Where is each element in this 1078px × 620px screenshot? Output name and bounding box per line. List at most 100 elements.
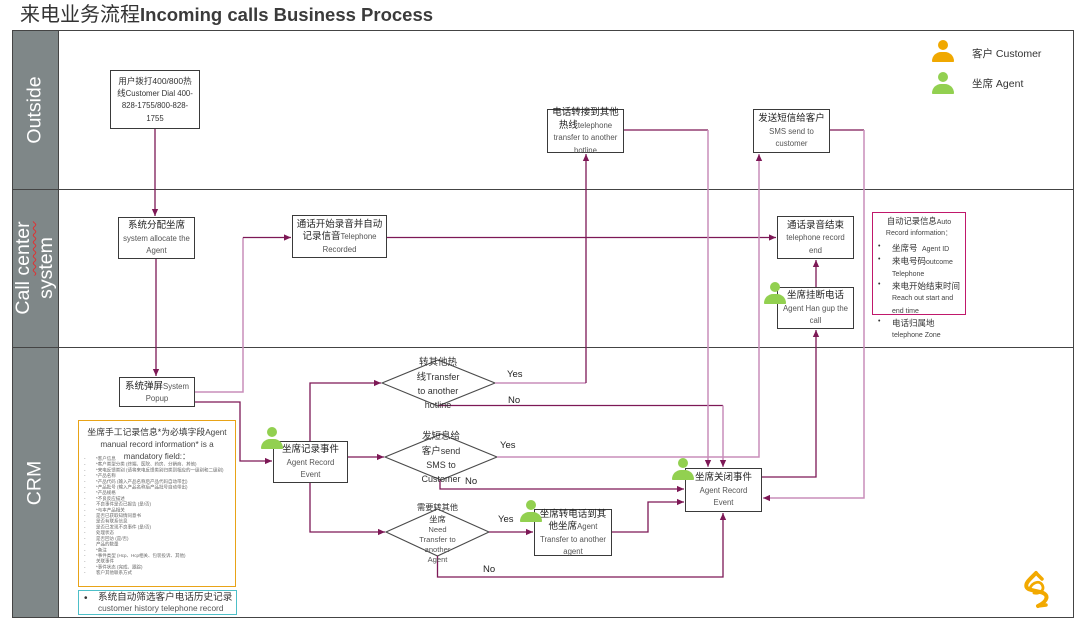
node-label-zh: 系统弹屏 [124,380,163,392]
edge-label-hotline-no: No [508,395,521,406]
connector-close-to-hangup [762,330,820,478]
node-label-zh: 通话开始录音并自动记录信音 [296,218,383,243]
list-item: 产品的数量 [81,542,235,548]
list-item: *产品批号 (输入产品名称后产品批号自动带出) [81,485,235,491]
node-label-en: Agent Transfer to another agent [539,522,607,556]
decision-label-zh: 发短息给客户 [421,431,460,457]
agent-person-icon [520,500,542,522]
page-title-en: Incoming calls Business Process [140,4,434,25]
process-telephone-recorded: 通话开始录音并自动记录信音Telephone Recorded [292,215,387,258]
page-title-zh: 来电业务流程 [20,2,140,26]
node-label-en: System Popup [145,381,189,404]
note-header-zh: 自动记录信息 [886,216,937,226]
connector-sms-yes [497,154,763,458]
legend-label-agent: 坐席 Agent [972,78,1024,90]
list-item-zh: 电话归属地 [892,317,935,328]
note-header-en: Auto Record information： [885,219,953,237]
list-item: 是否已发现不良事件 (是/否) [81,524,235,530]
list-item: *备注 [81,547,235,553]
edge-label-transfer-yes: Yes [498,514,514,525]
agent-person-icon [261,427,283,449]
list-item-en: outcome Telephone [892,258,953,279]
node-label-zh: 坐席记录事件 [281,444,339,456]
lane-divider [12,347,1074,348]
list-item: *与本产品相关 [81,507,235,513]
lane-divider [12,189,1074,190]
page-title: 来电业务流程Incoming calls Business Process [20,1,433,30]
node-label-en: Agent Record Event [286,457,335,480]
customer-person-icon [932,40,954,62]
decision-label-sms: 发短息给客户send SMS to Customer [418,427,464,487]
node-label-zh: 坐席转电话到其他坐席 [539,508,607,532]
process-close-event: 坐席关闭事件 Agent Record Event [685,468,762,512]
edge-label-sms-yes: Yes [500,440,516,451]
node-label-en: Agent Han gup the call [782,303,849,326]
edge-label-hotline-yes: Yes [507,369,523,380]
manual-record-field-list: *客户信息 *客户类型分类 (终端、医院、药房、分销商、其他) *来电反馈类别 … [81,456,235,576]
node-label-en: Telephone Recorded [322,232,377,254]
list-item: *来电反馈类别 (请将来电反馈类别归类到相应的一级别和二级别) [81,467,235,473]
process-hotline-transfer: 电话转接到其他热线telephone transfer to another h… [547,107,624,155]
decision-label-en: Need Transfer to another Agent [419,525,456,564]
list-item: *产品名称 [81,473,235,479]
list-item: *不良反应描述 [81,496,235,502]
customer-history-note: 系统自动筛选客户电话历史记录 customer history telephon… [78,590,237,615]
list-item: 是否回访 (是/否) [81,536,235,542]
list-item: 来电号码outcome Telephone [875,255,963,280]
list-item: 不良事件是否已报告 (是/否) [81,502,235,508]
process-allocate-agent: 系统分配坐席 system allocate the Agent [118,217,195,259]
list-item: *产品规格 [81,490,235,496]
list-item: *事件类型 (Hcp、Hcp相关、包装投诉、其他) [81,553,235,559]
connector-transfer-no [436,513,727,578]
list-item-en: telephone Zone [892,332,941,340]
agent-person-icon [672,458,694,480]
company-logo-icon [1024,571,1049,608]
node-label-zh: 坐席关闭事件 [694,472,752,484]
list-item: *事件状态 (完成、跟踪) [81,564,235,570]
node-label-en: system allocate the Agent [123,233,190,256]
process-agent-hangup: 坐席挂断电话 Agent Han gup the call [777,287,854,329]
auto-record-info-note: 自动记录信息Auto Record information： 坐席号 Agent… [872,212,966,339]
connector-hotline-transfer-to-close [624,129,712,467]
process-record-end: 通话录音结束 telephone record end [777,216,854,259]
list-item-zh: 来电开始结束时间 [892,280,961,291]
list-item: *产品代码 (输入产品名称后产品代码自动带出) [81,479,235,485]
connector-record-event-to-hotline-decision [309,379,381,441]
note-text-en: customer history telephone record [98,603,224,613]
node-label-en: telephone transfer to another hotline [553,120,618,155]
connector-record-event-to-transfer-decision [309,483,385,536]
list-item: 坐席号 Agent ID [875,242,963,255]
list-item-en: Reach out start and end time [892,295,954,315]
connector-popup-to-recorded [195,234,291,393]
agent-person-icon [932,72,954,94]
node-label-zh: 坐席挂断电话 [786,290,844,302]
process-customer-dial-hotline: 用户拨打400/800热线Customer Dial 400-828-1755/… [110,70,200,129]
edge-label-transfer-no: No [483,564,496,575]
decision-label-zh: 转其他热线 [416,357,457,383]
lane-label-crm: CRM [12,347,59,618]
node-label-en: SMS send to customer [769,126,814,149]
list-item: 是否已获取知情同意书 [81,513,235,519]
decision-label-en: send SMS to Customer [421,445,461,484]
list-item: *客户类型分类 (终端、医院、药房、分销商、其他) [81,462,235,468]
connector-agent-transfer-to-close [612,498,684,533]
legend-label-customer: 客户 Customer [972,48,1042,60]
node-label-zh: 系统分配坐席 [127,220,185,232]
list-item: 客户其他联系方式 [81,570,235,576]
node-label-zh: 用户拨打400/800热线 [117,76,192,98]
list-item-en: Agent ID [921,246,950,253]
process-system-popup: 系统弹屏System Popup [119,377,195,407]
auto-record-list: 坐席号 Agent ID 来电号码outcome Telephone 来电开始结… [875,242,963,341]
list-item-zh: 坐席号 [892,243,918,253]
node-label-zh: 电话转接到其他热线 [552,107,619,131]
connector-hotline-yes [495,154,590,384]
manual-record-info-note: 坐席手工记录信息*为必填字段Agent manual record inform… [78,420,236,587]
process-agent-record-event: 坐席记录事件 Agent Record Event [273,441,348,483]
node-label-en: Customer Dial 400-828-1755/800-828-1755 [121,88,193,123]
list-item: 来电开始结束时间 Reach out start and end time [875,280,963,317]
list-item: 电话归属地 telephone Zone [875,317,963,341]
list-item: *客户信息 [81,456,235,462]
connector-sms-send-to-close [763,129,865,502]
note-header-zh: 坐席手工记录信息*为必填字段 [87,427,206,437]
